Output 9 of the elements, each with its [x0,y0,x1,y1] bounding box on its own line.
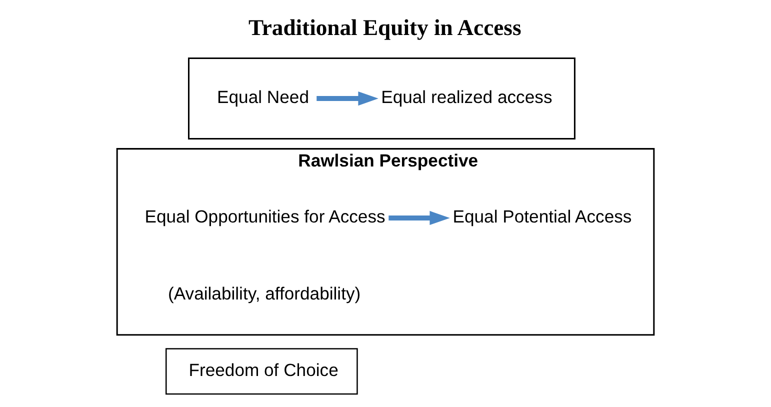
node-text: Equal realized access [381,87,552,108]
arrow [316,91,378,106]
node-text: Equal Need [217,87,309,108]
arrow [388,210,450,226]
diagram-title: Traditional Equity in Access [248,14,522,40]
cluster [188,58,576,140]
node-text: Equal Opportunities for Access [144,206,386,227]
node-text: Equal Potential Access [452,206,632,227]
node-box: Freedom of Choice [166,348,358,395]
